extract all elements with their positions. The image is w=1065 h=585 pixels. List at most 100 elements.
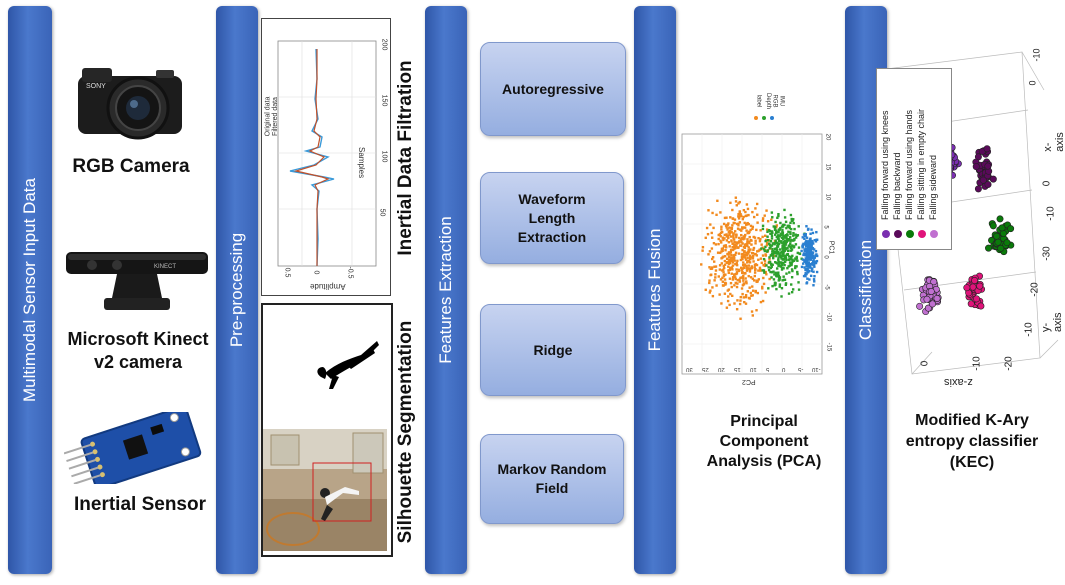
pca-point — [751, 254, 755, 258]
pca-point — [753, 266, 756, 269]
pca-point — [791, 244, 794, 247]
pca-point — [787, 258, 791, 261]
pca-point — [778, 285, 781, 288]
pca-point — [778, 283, 782, 286]
pca-point — [804, 274, 807, 278]
pca-point — [760, 247, 763, 250]
pca-point — [720, 241, 723, 244]
pca-point — [740, 241, 743, 244]
pca-point — [747, 246, 750, 249]
pca-point — [740, 266, 743, 270]
pca-point — [812, 270, 815, 273]
pca-point — [780, 295, 783, 298]
inertial-filtration-plot: Original data Filtered data Samples 200 … — [261, 18, 391, 296]
pca-point — [725, 257, 729, 261]
pca-point — [764, 270, 767, 274]
pca-point — [735, 233, 738, 237]
pca-point — [762, 248, 766, 251]
pca-point — [738, 244, 742, 247]
pca-point — [740, 229, 743, 232]
pca-point — [730, 259, 734, 262]
pca-point — [785, 226, 788, 230]
pca-point — [728, 245, 731, 248]
silhouette-segmentation-title: Silhouette Segmentation — [395, 320, 416, 544]
kec-point — [933, 294, 941, 302]
kec-point — [989, 175, 997, 183]
pca-point — [748, 230, 751, 234]
pca-point — [700, 263, 703, 266]
pca-point — [762, 269, 766, 272]
pca-point — [768, 229, 772, 233]
pca-point — [789, 236, 792, 239]
pca-point — [771, 284, 774, 288]
kec-point — [967, 300, 975, 308]
pca-point — [737, 215, 740, 218]
pca-point — [775, 231, 779, 234]
pca-point — [739, 295, 742, 299]
pca-point — [749, 248, 752, 251]
pca-point — [774, 233, 777, 236]
pca-point — [738, 302, 742, 306]
pca-point — [738, 236, 741, 240]
pca-point — [737, 217, 741, 220]
pca-point — [754, 239, 757, 242]
pca-point — [775, 287, 778, 291]
pca-point — [751, 314, 754, 317]
pca-point — [796, 272, 799, 276]
pca-point — [739, 213, 742, 216]
pca-point — [740, 276, 743, 279]
pca-point — [729, 216, 732, 219]
pca-point — [739, 299, 742, 302]
pca-point — [795, 265, 798, 268]
pca-point — [704, 236, 707, 240]
pca-point — [747, 213, 750, 217]
pca-point — [741, 242, 744, 245]
pca-pc2-ticks: 30 25 20 15 10 5 0 -5 -10 — [682, 366, 822, 376]
pca-point — [770, 211, 774, 214]
kec-point — [928, 300, 936, 308]
pca-point — [787, 265, 790, 268]
pca-point — [723, 281, 727, 285]
pca-point — [733, 273, 736, 277]
pca-point — [773, 247, 777, 251]
pca-point — [789, 213, 793, 217]
pca-point — [739, 238, 742, 241]
pca-point — [774, 239, 777, 242]
pca-point — [763, 259, 767, 262]
pca-legend-imu: IMU — [778, 95, 785, 107]
svg-text:KINECT: KINECT — [154, 264, 176, 270]
segmentation-photo — [263, 429, 387, 551]
pca-point — [716, 199, 719, 203]
pca-point — [785, 258, 788, 262]
pca-point — [743, 250, 746, 253]
pca-point — [778, 261, 782, 264]
pca-point — [804, 241, 807, 245]
kec-point — [984, 180, 992, 188]
pca-point — [802, 262, 805, 265]
pca-point — [779, 251, 783, 254]
kec-point — [979, 176, 987, 184]
pca-point — [757, 278, 761, 281]
pca-point — [759, 229, 762, 232]
pca-point — [741, 267, 745, 270]
pca-point — [809, 253, 812, 256]
pca-point — [724, 273, 727, 276]
pca-point — [734, 196, 738, 199]
pca-point — [712, 260, 716, 263]
pca-point — [778, 253, 781, 256]
ridge-box: Ridge — [480, 304, 626, 396]
pca-point — [789, 232, 792, 236]
pca-point — [723, 292, 727, 295]
pca-point — [725, 235, 729, 238]
pca-legend-title: label — [755, 94, 762, 108]
pca-point — [790, 248, 794, 251]
pca-point — [784, 254, 787, 258]
pca-point — [802, 274, 806, 278]
pca-point — [766, 235, 769, 238]
kec-z-tick: -10 — [971, 356, 983, 371]
pca-point — [782, 261, 785, 265]
pca-point — [807, 248, 811, 252]
pca-point — [769, 232, 772, 235]
pca-point — [722, 238, 725, 242]
sample-tick-100: 100 — [380, 150, 388, 163]
